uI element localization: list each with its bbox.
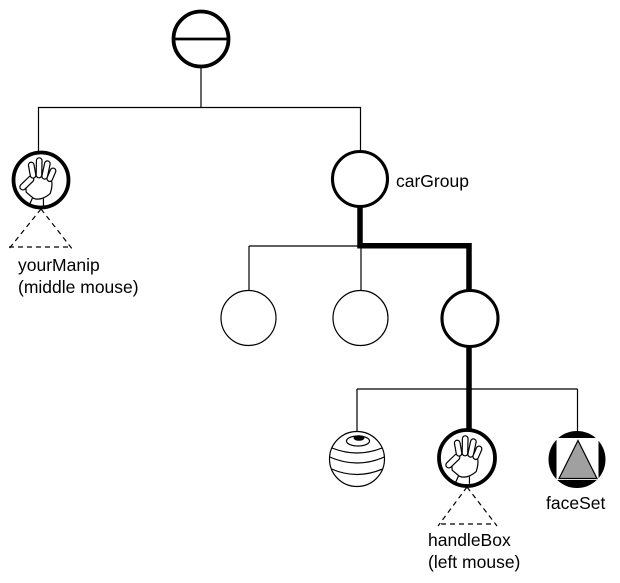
handle-box-sublabel: (left mouse) bbox=[428, 552, 520, 572]
node-your-manip: yourManip (middle mouse) bbox=[7, 150, 139, 297]
handle-box-label: handleBox bbox=[428, 530, 511, 550]
node-group-child-middle bbox=[332, 289, 389, 347]
edge-highlighted-cargroup-to-group bbox=[357, 205, 472, 291]
node-root-separator bbox=[171, 9, 231, 69]
dashed-triangle-icon bbox=[437, 486, 498, 527]
dashed-triangle-icon bbox=[7, 208, 74, 251]
face-set-label: faceSet bbox=[546, 493, 605, 513]
node-handle-box: handleBox (left mouse) bbox=[428, 428, 520, 572]
sphere-icon bbox=[329, 435, 385, 476]
car-group-label: carGroup bbox=[396, 171, 469, 191]
node-group-child-left bbox=[220, 289, 277, 347]
faceset-icon bbox=[548, 431, 606, 488]
node-face-set: faceSet bbox=[546, 431, 606, 513]
your-manip-label: yourManip bbox=[18, 255, 100, 275]
your-manip-sublabel: (middle mouse) bbox=[18, 277, 139, 297]
node-group-selected bbox=[440, 288, 500, 349]
faceset-triangle bbox=[558, 439, 598, 480]
edge-root-children-bus bbox=[37, 106, 362, 152]
node-car-group: carGroup bbox=[330, 149, 469, 209]
node-sphere bbox=[328, 430, 386, 488]
